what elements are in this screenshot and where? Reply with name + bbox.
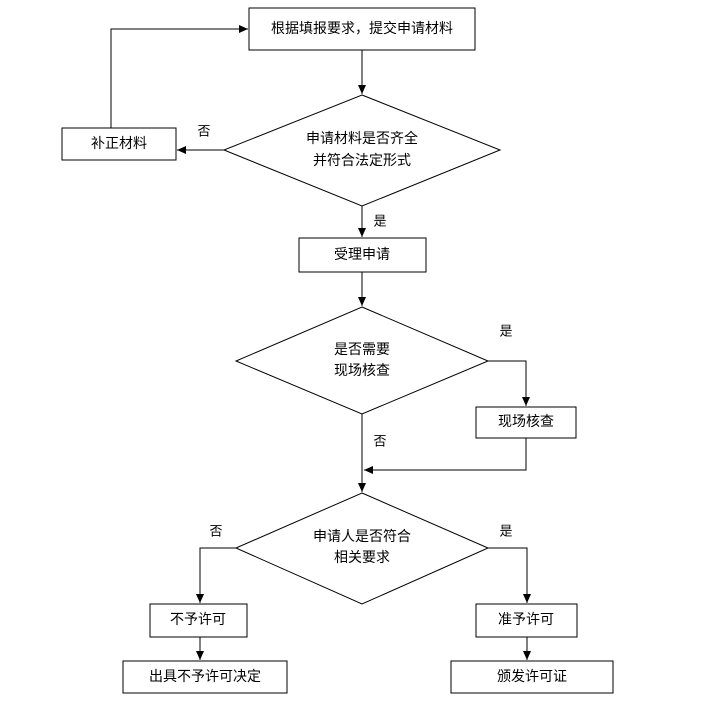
check-materials-label-1: 申请材料是否齐全 <box>306 130 418 147</box>
meets-requirements-label-2: 相关要求 <box>334 550 390 566</box>
arrow-meets-to-deny <box>196 547 236 603</box>
accept-label: 受理申请 <box>334 247 390 263</box>
deny-decision-label: 出具不予许可决定 <box>149 669 261 685</box>
approve-box <box>475 603 578 638</box>
no-label-requirements: 否 <box>209 525 222 540</box>
connectors <box>110 25 531 660</box>
inspection-box <box>475 406 577 439</box>
deny-decision-box <box>122 660 288 694</box>
accept-box <box>298 237 427 273</box>
inspection-label: 现场核查 <box>498 414 554 430</box>
submit-label: 根据填报要求，提交申请材料 <box>271 20 453 37</box>
arrow-supplement-to-submit <box>110 25 248 128</box>
arrow-need-to-inspection <box>488 360 530 406</box>
submit-box <box>248 7 476 51</box>
deny-label: 不予许可 <box>170 612 226 628</box>
yes-label-requirements: 是 <box>499 525 512 540</box>
issue-license-label: 颁发许可证 <box>497 669 567 685</box>
supplement-box <box>61 127 177 161</box>
need-inspection-diamond <box>234 306 490 415</box>
check-materials-diamond <box>222 94 502 207</box>
arrow-inspection-back <box>364 438 527 474</box>
no-label-inspection: 否 <box>373 435 386 450</box>
meets-requirements-diamond <box>234 492 490 605</box>
approve-label: 准予许可 <box>498 612 554 628</box>
need-inspection-label-1: 是否需要 <box>334 342 390 358</box>
need-inspection-label-2: 现场核查 <box>334 363 390 379</box>
issue-license-box <box>450 660 614 694</box>
yes-label-check: 是 <box>373 215 386 230</box>
check-materials-label-2: 并符合法定形式 <box>313 153 411 169</box>
supplement-label: 补正材料 <box>91 136 147 152</box>
meets-requirements-label-1: 申请人是否符合 <box>313 529 411 545</box>
yes-label-inspection: 是 <box>499 325 512 340</box>
arrow-meets-to-approve <box>488 547 531 603</box>
no-label-check: 否 <box>197 125 210 140</box>
deny-box <box>149 603 248 638</box>
